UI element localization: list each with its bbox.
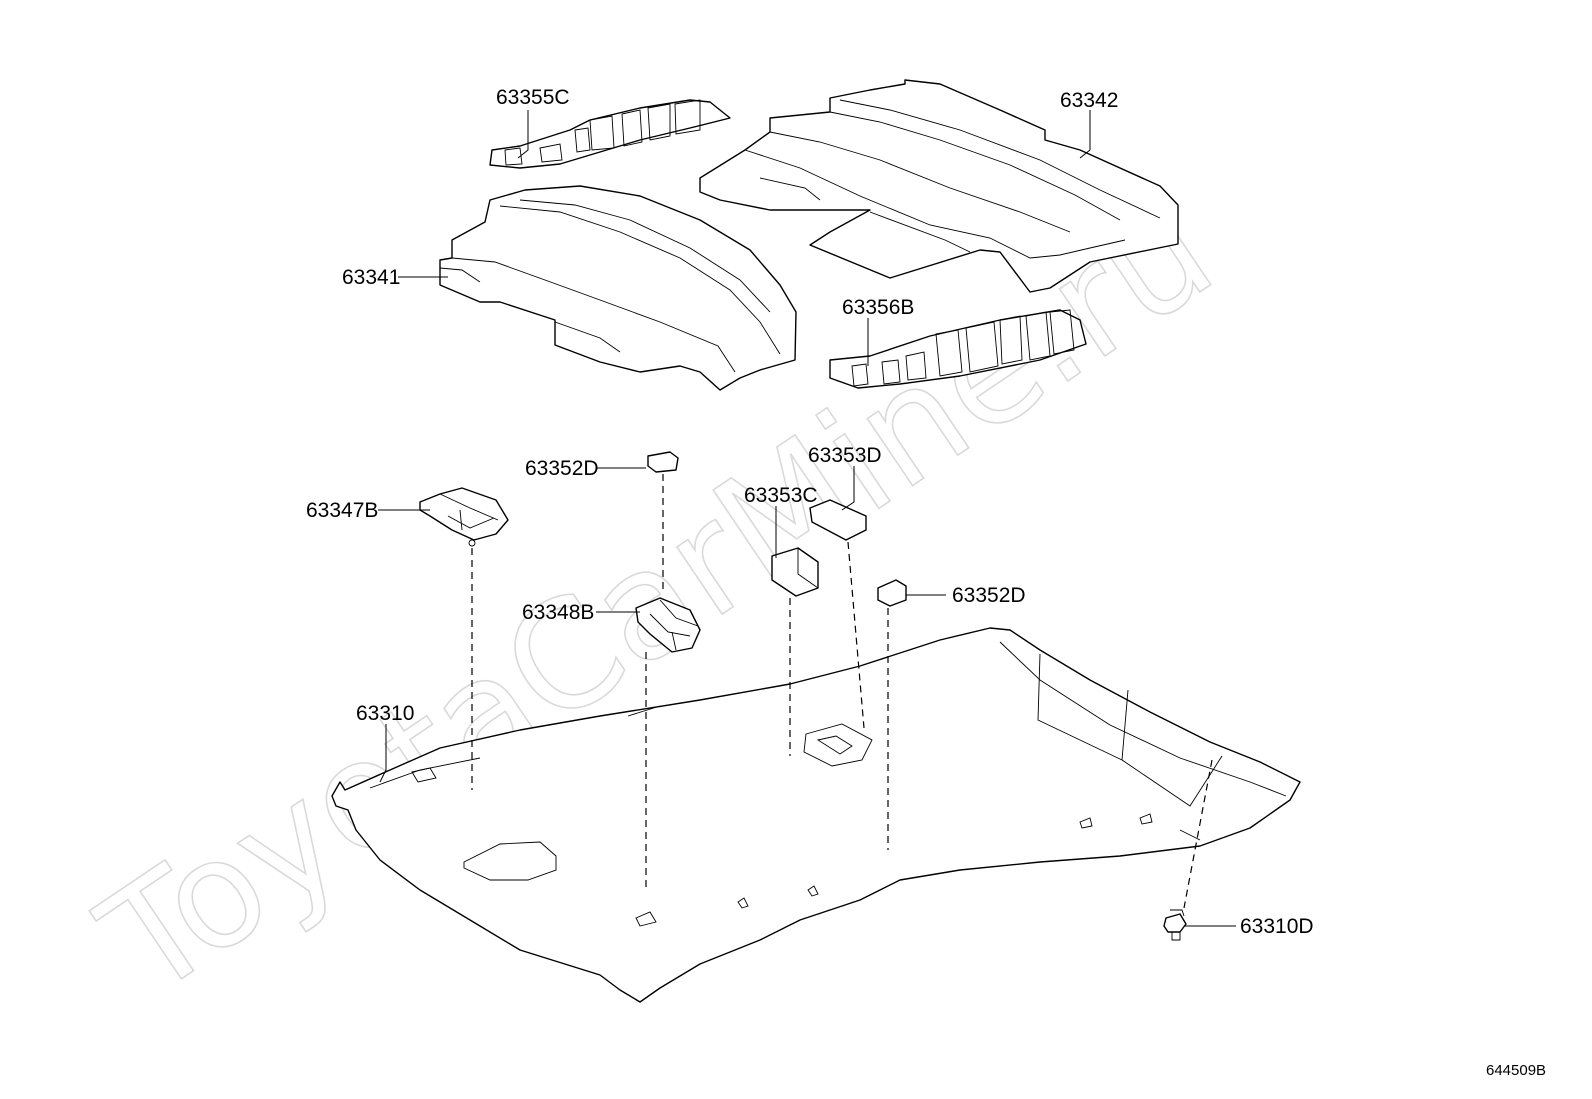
part-63310D-fastener[interactable] [1163,909,1187,941]
label-63310: 63310 [356,702,414,725]
part-63341-panel[interactable] [439,185,797,391]
part-63355C-bracket[interactable] [489,99,731,169]
part-63353C-pad-edge [797,548,819,589]
part-63352D-top-pad[interactable] [647,451,679,473]
part-63310-headliner[interactable] [331,627,1301,1003]
label-63356B: 63356B [842,296,914,319]
part-63353D-pad[interactable] [809,499,867,541]
label-63348B: 63348B [522,601,594,624]
part-63348B-clip[interactable] [635,597,701,653]
label-63347B: 63347B [306,499,378,522]
label-63355C: 63355C [496,86,570,109]
leader-lines [378,110,1236,927]
label-63353D: 63353D [808,444,882,467]
part-63352D-right-pad[interactable] [877,579,907,607]
label-63310D: 63310D [1240,915,1314,938]
diagram-reference-code: 644509B [1486,1062,1546,1079]
part-63347B-clip[interactable] [419,487,509,547]
part-63356B-bracket[interactable] [829,309,1087,389]
label-63352D-right: 63352D [952,584,1026,607]
label-63342: 63342 [1060,89,1118,112]
assembly-dashed-lines [471,474,1213,909]
part-63342-panel[interactable] [699,79,1179,293]
label-63341: 63341 [342,266,400,289]
label-63353C: 63353C [744,484,818,507]
label-63352D-top: 63352D [525,457,599,480]
